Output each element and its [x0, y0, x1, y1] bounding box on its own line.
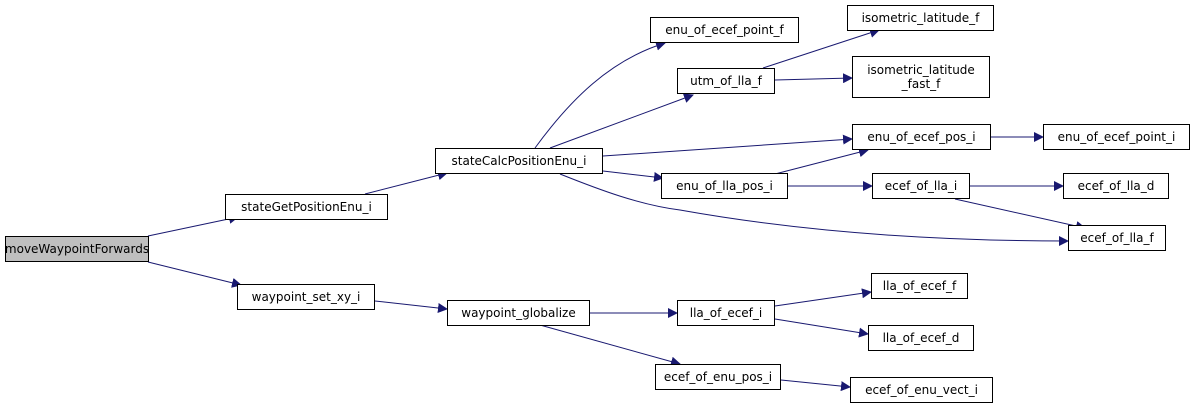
edge-stateGetPositionEnu_i-stateCalcPositionEnu_i	[364, 170, 448, 195]
node-lla_of_ecef_d[interactable]: lla_of_ecef_d	[868, 325, 974, 351]
edge-ecef_of_lla_i-ecef_of_lla_f	[954, 198, 1086, 231]
node-enu_of_ecef_point_f[interactable]: enu_of_ecef_point_f	[650, 17, 799, 43]
node-enu_of_ecef_pos_i[interactable]: enu_of_ecef_pos_i	[852, 124, 991, 150]
node-lla_of_ecef_i[interactable]: lla_of_ecef_i	[677, 300, 775, 326]
node-enu_of_lla_pos_i[interactable]: enu_of_lla_pos_i	[661, 173, 788, 199]
edge-lla_of_ecef_i-lla_of_ecef_d	[774, 318, 869, 338]
edge-waypoint_globalize-ecef_of_enu_pos_i	[539, 324, 681, 367]
node-moveWaypointForwards: moveWaypointForwards	[5, 236, 149, 262]
node-isometric_latitude_f[interactable]: isometric_latitude_f	[847, 5, 994, 31]
edge-stateCalcPositionEnu_i-enu_of_ecef_pos_i	[602, 134, 853, 157]
node-utm_of_lla_f[interactable]: utm_of_lla_f	[677, 68, 775, 94]
node-ecef_of_lla_i[interactable]: ecef_of_lla_i	[872, 173, 970, 199]
edge-moveWaypointForwards-waypoint_set_xy_i	[147, 261, 242, 288]
node-lla_of_ecef_f[interactable]: lla_of_ecef_f	[871, 273, 968, 299]
edge-stateCalcPositionEnu_i-enu_of_lla_pos_i	[602, 170, 664, 182]
edge-utm_of_lla_f-isometric_latitude_f	[762, 28, 880, 69]
node-ecef_of_lla_f[interactable]: ecef_of_lla_f	[1068, 225, 1166, 251]
edge-utm_of_lla_f-isometric_latitude_fast_f	[774, 73, 853, 84]
edge-stateCalcPositionEnu_i-utm_of_lla_f	[549, 93, 694, 149]
node-ecef_of_lla_d[interactable]: ecef_of_lla_d	[1063, 173, 1169, 199]
edge-lla_of_ecef_i-lla_of_ecef_f	[774, 288, 872, 307]
node-stateGetPositionEnu_i[interactable]: stateGetPositionEnu_i	[225, 194, 388, 220]
node-stateCalcPositionEnu_i[interactable]: stateCalcPositionEnu_i	[435, 148, 603, 174]
node-ecef_of_enu_pos_i[interactable]: ecef_of_enu_pos_i	[655, 364, 781, 390]
edge-waypoint_set_xy_i-waypoint_globalize	[374, 300, 448, 313]
node-waypoint_globalize[interactable]: waypoint_globalize	[447, 300, 590, 326]
edge-stateCalcPositionEnu_i-ecef_of_lla_f	[559, 173, 1069, 246]
edge-ecef_of_enu_pos_i-ecef_of_enu_vect_i	[780, 379, 851, 392]
node-waypoint_set_xy_i[interactable]: waypoint_set_xy_i	[237, 284, 375, 310]
node-isometric_latitude_fast_f[interactable]: isometric_latitude _fast_f	[852, 56, 990, 98]
edge-moveWaypointForwards-stateGetPositionEnu_i	[147, 213, 239, 237]
edge-enu_of_lla_pos_i-enu_of_ecef_pos_i	[774, 147, 869, 175]
edge-stateCalcPositionEnu_i-enu_of_ecef_point_f	[534, 40, 666, 149]
node-ecef_of_enu_vect_i[interactable]: ecef_of_enu_vect_i	[850, 377, 993, 403]
node-enu_of_ecef_point_i[interactable]: enu_of_ecef_point_i	[1043, 124, 1190, 150]
